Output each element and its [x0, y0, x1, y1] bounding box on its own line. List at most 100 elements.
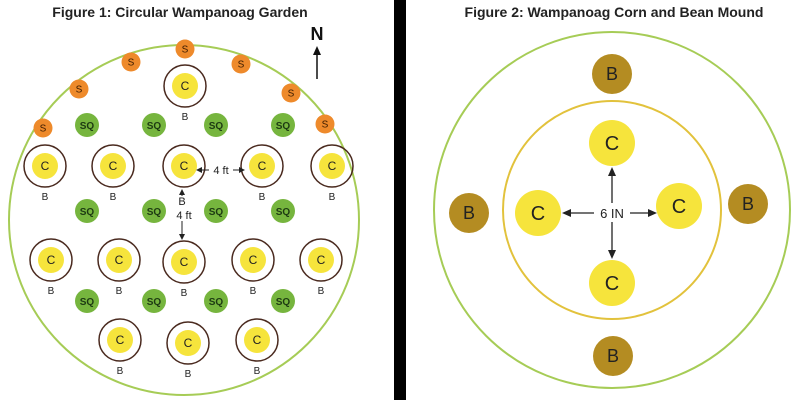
- horizontal-spacing: 4 ft: [196, 162, 245, 177]
- squash-label: SQ: [276, 121, 291, 132]
- corn-plant: C: [656, 183, 702, 229]
- squash-label: SQ: [147, 297, 162, 308]
- squash-label: SQ: [209, 207, 224, 218]
- corn-bean-mound: CB: [231, 238, 275, 297]
- bean-label: B: [185, 369, 192, 380]
- squash-plant: SQ: [142, 199, 166, 223]
- mound-spacing-label: 6 IN: [600, 206, 624, 221]
- squash-label: SQ: [80, 297, 95, 308]
- bean-label: B: [259, 192, 266, 203]
- squash-label: SQ: [209, 121, 224, 132]
- sunflower-label: S: [238, 60, 245, 71]
- corn-label: C: [258, 159, 267, 173]
- horizontal-spacing-label: 4 ft: [213, 165, 228, 177]
- sunflower-label: S: [322, 120, 329, 131]
- corn-label: C: [249, 253, 258, 267]
- mound-inner-ring: [502, 100, 722, 320]
- sunflower-plant: S: [315, 114, 335, 134]
- vertical-spacing-label: 4 ft: [176, 210, 191, 222]
- bean-plant: B: [592, 54, 632, 94]
- bean-label: B: [48, 286, 55, 297]
- corn-label: C: [605, 133, 619, 155]
- bean-label: B: [742, 194, 754, 214]
- squash-label: SQ: [276, 207, 291, 218]
- north-label: N: [311, 24, 324, 44]
- bean-label: B: [110, 192, 117, 203]
- bean-plant: B: [728, 184, 768, 224]
- squash-label: SQ: [80, 121, 95, 132]
- corn-label: C: [531, 203, 545, 225]
- sunflower-label: S: [76, 85, 83, 96]
- squash-plant: SQ: [142, 289, 166, 313]
- north-indicator: N: [311, 24, 324, 79]
- sunflower-plant: S: [33, 118, 53, 138]
- figure-2-title: Figure 2: Wampanoag Corn and Bean Mound: [465, 4, 764, 20]
- bean-label: B: [181, 288, 188, 299]
- arrow-up-icon: [313, 46, 321, 79]
- corn-label: C: [253, 333, 262, 347]
- corn-bean-mound: CB: [163, 64, 207, 123]
- sunflower-label: S: [40, 124, 47, 135]
- corn-label: C: [47, 253, 56, 267]
- sunflower-plant: S: [231, 54, 251, 74]
- squash-plant: SQ: [204, 199, 228, 223]
- squash-plant: SQ: [271, 289, 295, 313]
- bean-label: B: [318, 286, 325, 297]
- corn-label: C: [317, 253, 326, 267]
- corn-label: C: [109, 159, 118, 173]
- squash-plant: SQ: [142, 113, 166, 137]
- squash-plant: SQ: [271, 199, 295, 223]
- figure-divider: [394, 0, 406, 400]
- figure-2: Figure 2: Wampanoag Corn and Bean Mound …: [433, 4, 791, 389]
- vertical-spacing: B 4 ft: [172, 189, 196, 240]
- bean-label: B: [607, 346, 619, 366]
- squash-label: SQ: [147, 121, 162, 132]
- squash-label: SQ: [80, 207, 95, 218]
- bean-label: B: [606, 64, 618, 84]
- corn-plant: C: [589, 120, 635, 166]
- squash-plant: SQ: [204, 113, 228, 137]
- corn-label: C: [180, 159, 189, 173]
- corn-label: C: [184, 336, 193, 350]
- figure-1: Figure 1: Circular Wampanoag Garden CBCB…: [8, 4, 360, 396]
- vertical-spacing-bean-label: B: [178, 196, 185, 208]
- corn-bean-mound: CB: [23, 144, 67, 203]
- corn-label: C: [605, 273, 619, 295]
- bean-label: B: [463, 203, 475, 223]
- corn-bean-mound: CB: [240, 144, 284, 203]
- corn-bean-mound: CB: [29, 238, 73, 297]
- corn-bean-mound: C: [162, 144, 206, 188]
- bean-label: B: [250, 286, 257, 297]
- squash-plant: SQ: [75, 113, 99, 137]
- squash-label: SQ: [147, 207, 162, 218]
- squash-plant: SQ: [271, 113, 295, 137]
- corn-bean-mound: CB: [162, 240, 206, 299]
- corn-label: C: [115, 253, 124, 267]
- squash-plant: SQ: [75, 199, 99, 223]
- corn-plant: C: [515, 190, 561, 236]
- corn-label: C: [41, 159, 50, 173]
- squash-label: SQ: [276, 297, 291, 308]
- sunflower-label: S: [128, 58, 135, 69]
- sunflower-label: S: [288, 89, 295, 100]
- squash-label: SQ: [209, 297, 224, 308]
- figure-1-title: Figure 1: Circular Wampanoag Garden: [52, 4, 307, 20]
- corn-label: C: [180, 255, 189, 269]
- sunflower-plant: S: [121, 52, 141, 72]
- corn-label: C: [181, 79, 190, 93]
- bean-label: B: [42, 192, 49, 203]
- double-arrow-icon: [562, 167, 657, 259]
- bean-label: B: [329, 192, 336, 203]
- bean-plant: B: [593, 336, 633, 376]
- corn-bean-mound: CB: [299, 238, 343, 297]
- sunflower-label: S: [182, 45, 189, 56]
- squash-plant: SQ: [75, 289, 99, 313]
- corn-bean-mound: CB: [310, 144, 354, 203]
- corn-label: C: [672, 196, 686, 218]
- bean-label: B: [182, 112, 189, 123]
- bean-label: B: [254, 366, 261, 377]
- mound-outer-boundary: [433, 31, 791, 389]
- sunflower-plant: S: [69, 79, 89, 99]
